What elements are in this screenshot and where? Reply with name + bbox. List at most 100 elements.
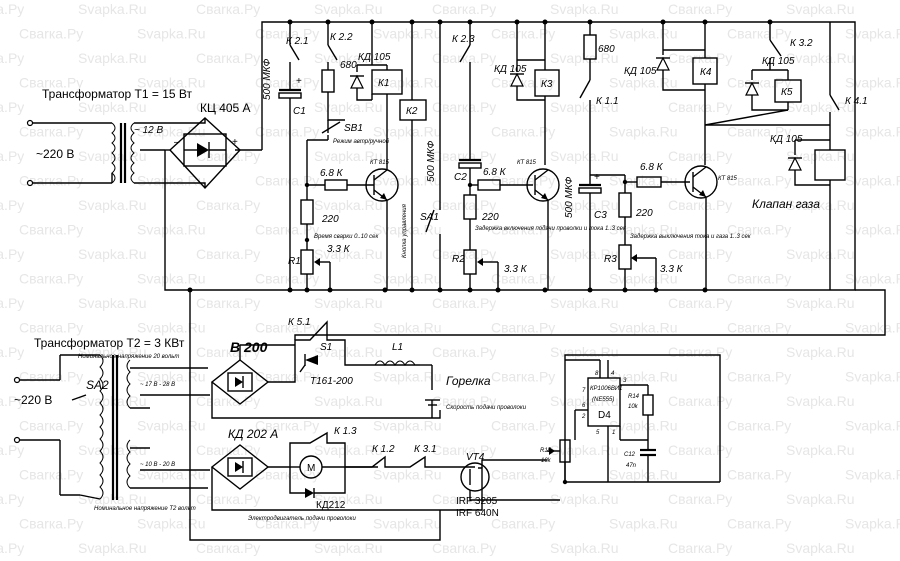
watermark-text: Сваrка.Ру — [668, 246, 732, 262]
watermark-text: Svapka.Ru — [609, 369, 677, 385]
note-delay-wire: Задержка включения подачи проволки и ток… — [475, 226, 627, 232]
watermark-text: Svapka.Ru — [314, 197, 382, 213]
watermark-text: Сваrка.Ру — [255, 124, 319, 140]
c12-value: 47n — [626, 463, 637, 469]
r15-label: R15 — [540, 448, 552, 454]
thyristor-label: Т161-200 — [310, 376, 353, 387]
watermark-text: Сваrка.Ру — [255, 320, 319, 336]
watermark-text: Svapka.Ru — [845, 26, 900, 42]
k11-label: К 1.1 — [596, 96, 619, 107]
chip-name: КР1006ВИ1 — [590, 386, 623, 392]
watermark-text: Сваrка.Ру — [19, 271, 83, 287]
watermark-text: Svapka.Ru — [78, 99, 146, 115]
chip-alt: (NE555) — [592, 397, 614, 403]
watermark-text: Сваrка.Ру — [727, 124, 791, 140]
r14-label: R14 — [628, 394, 640, 400]
k3-label: К3 — [541, 79, 553, 90]
button-note: Кнопка управления — [402, 203, 408, 258]
watermark-text: Svapka.Ru — [373, 173, 441, 189]
watermark-text: Сваrка.Ру — [432, 1, 496, 17]
c12-label: С12 — [624, 452, 636, 458]
watermark-text: Svapka.Ru — [845, 467, 900, 483]
c1-label: С1 — [293, 106, 306, 117]
watermark-text: Svapka.Ru — [314, 344, 382, 360]
watermark-text: Svapka.Ru — [314, 540, 382, 556]
kd105-5-label: КД 105 — [770, 134, 803, 145]
transformer-t2 — [13, 354, 210, 500]
watermark-text: Svapka.Ru — [786, 1, 854, 17]
r68-3-label: 6.8 К — [640, 162, 664, 173]
r14-value: 10k — [628, 404, 639, 410]
kt815-1-label: КТ 815 — [370, 160, 390, 166]
note-delay-gas: Задержка выключения тока и газа 1..3 сек — [630, 234, 752, 240]
watermark-text: Сваrка.Ру — [432, 491, 496, 507]
watermark-text: Svapka.Ru — [786, 99, 854, 115]
power-section — [189, 289, 886, 541]
kd212-label: КД212 — [316, 500, 346, 511]
irf640-label: IRF 640N — [456, 508, 499, 519]
watermark-text: Svapka.Ru — [373, 75, 441, 91]
watermark-text: Сваrка.Ру — [196, 50, 260, 66]
mains-label-1: ~220 В — [36, 147, 74, 161]
watermark-text: Svapka.Ru — [609, 271, 677, 287]
watermark-text: Svapka.Ru — [550, 1, 618, 17]
r220-3-label: 220 — [635, 208, 653, 219]
watermark-text: Svapka.Ru — [137, 369, 205, 385]
r220-2-label: 220 — [481, 212, 499, 223]
watermark-text: Сваrка.Ру — [0, 393, 24, 409]
watermark-text: Svapka.Ru — [845, 222, 900, 238]
watermark-text: Сваrка.Ру — [432, 393, 496, 409]
motor-note: Электродвигатель подачи проволоки — [248, 516, 356, 522]
k13-label: К 1.3 — [334, 426, 357, 437]
watermark-text: Svapka.Ru — [609, 516, 677, 532]
watermark-text: Svapka.Ru — [550, 540, 618, 556]
watermark-text: Svapka.Ru — [609, 124, 677, 140]
watermark-text: Svapka.Ru — [137, 320, 205, 336]
stage-2-timer — [458, 22, 560, 290]
t1-secondary-label: ~ 12 В — [134, 125, 164, 136]
stage-1-timer — [278, 22, 403, 290]
r680-2-label: 680 — [598, 44, 615, 55]
bridge-b200-label: В 200 — [230, 339, 268, 355]
watermark-text: Svapka.Ru — [609, 222, 677, 238]
transformer-t1 — [26, 118, 206, 188]
watermark-text: Svapka.Ru — [373, 222, 441, 238]
watermark-text: Svapka.Ru — [550, 246, 618, 262]
kd105-1-label: КД 105 — [358, 52, 391, 63]
watermark-text: Сваrка.Ру — [491, 124, 555, 140]
watermark-text: Сваrка.Ру — [255, 26, 319, 42]
r15-value: 10k — [541, 458, 552, 464]
watermark-text: Svapka.Ru — [314, 50, 382, 66]
watermark-text: Сваrка.Ру — [255, 222, 319, 238]
r68-2-label: 6.8 К — [483, 167, 507, 178]
watermark-text: Сваrка.Ру — [196, 442, 260, 458]
watermark-text: Svapka.Ru — [786, 344, 854, 360]
pin-5: 5 — [596, 430, 600, 436]
watermark-text: Сваrка.Ру — [19, 124, 83, 140]
mains-label-2: ~220 В — [14, 393, 52, 407]
watermark-text: Svapka.Ru — [137, 418, 205, 434]
watermark-text: Сваrка.Ру — [432, 344, 496, 360]
watermark-text: Сваrка.Ру — [255, 75, 319, 91]
watermark-text: Сваrка.Ру — [727, 369, 791, 385]
c3-value: 500 МКФ — [564, 177, 575, 218]
watermark-text: Сваrка.Ру — [0, 491, 24, 507]
pwm-555-block — [547, 354, 721, 485]
watermark-text: Svapka.Ru — [550, 344, 618, 360]
watermark-text: Сваrка.Ру — [0, 344, 24, 360]
watermark-text: Svapka.Ru — [314, 295, 382, 311]
watermark-text: Сваrка.Ру — [19, 418, 83, 434]
watermark-text: Svapka.Ru — [845, 75, 900, 91]
watermark-text: Сваrка.Ру — [255, 369, 319, 385]
watermark-text: Сваrка.Ру — [196, 148, 260, 164]
watermark-text: Сваrка.Ру — [196, 540, 260, 556]
watermark-text: Сваrка.Ру — [491, 369, 555, 385]
watermark-text: Svapka.Ru — [609, 418, 677, 434]
watermark-text: Svapka.Ru — [609, 467, 677, 483]
watermark-text: Svapka.Ru — [137, 173, 205, 189]
watermark-text: Svapka.Ru — [373, 124, 441, 140]
watermark-text: Сваrка.Ру — [491, 516, 555, 532]
watermark-text: Svapka.Ru — [786, 246, 854, 262]
watermark-text: Svapka.Ru — [137, 124, 205, 140]
